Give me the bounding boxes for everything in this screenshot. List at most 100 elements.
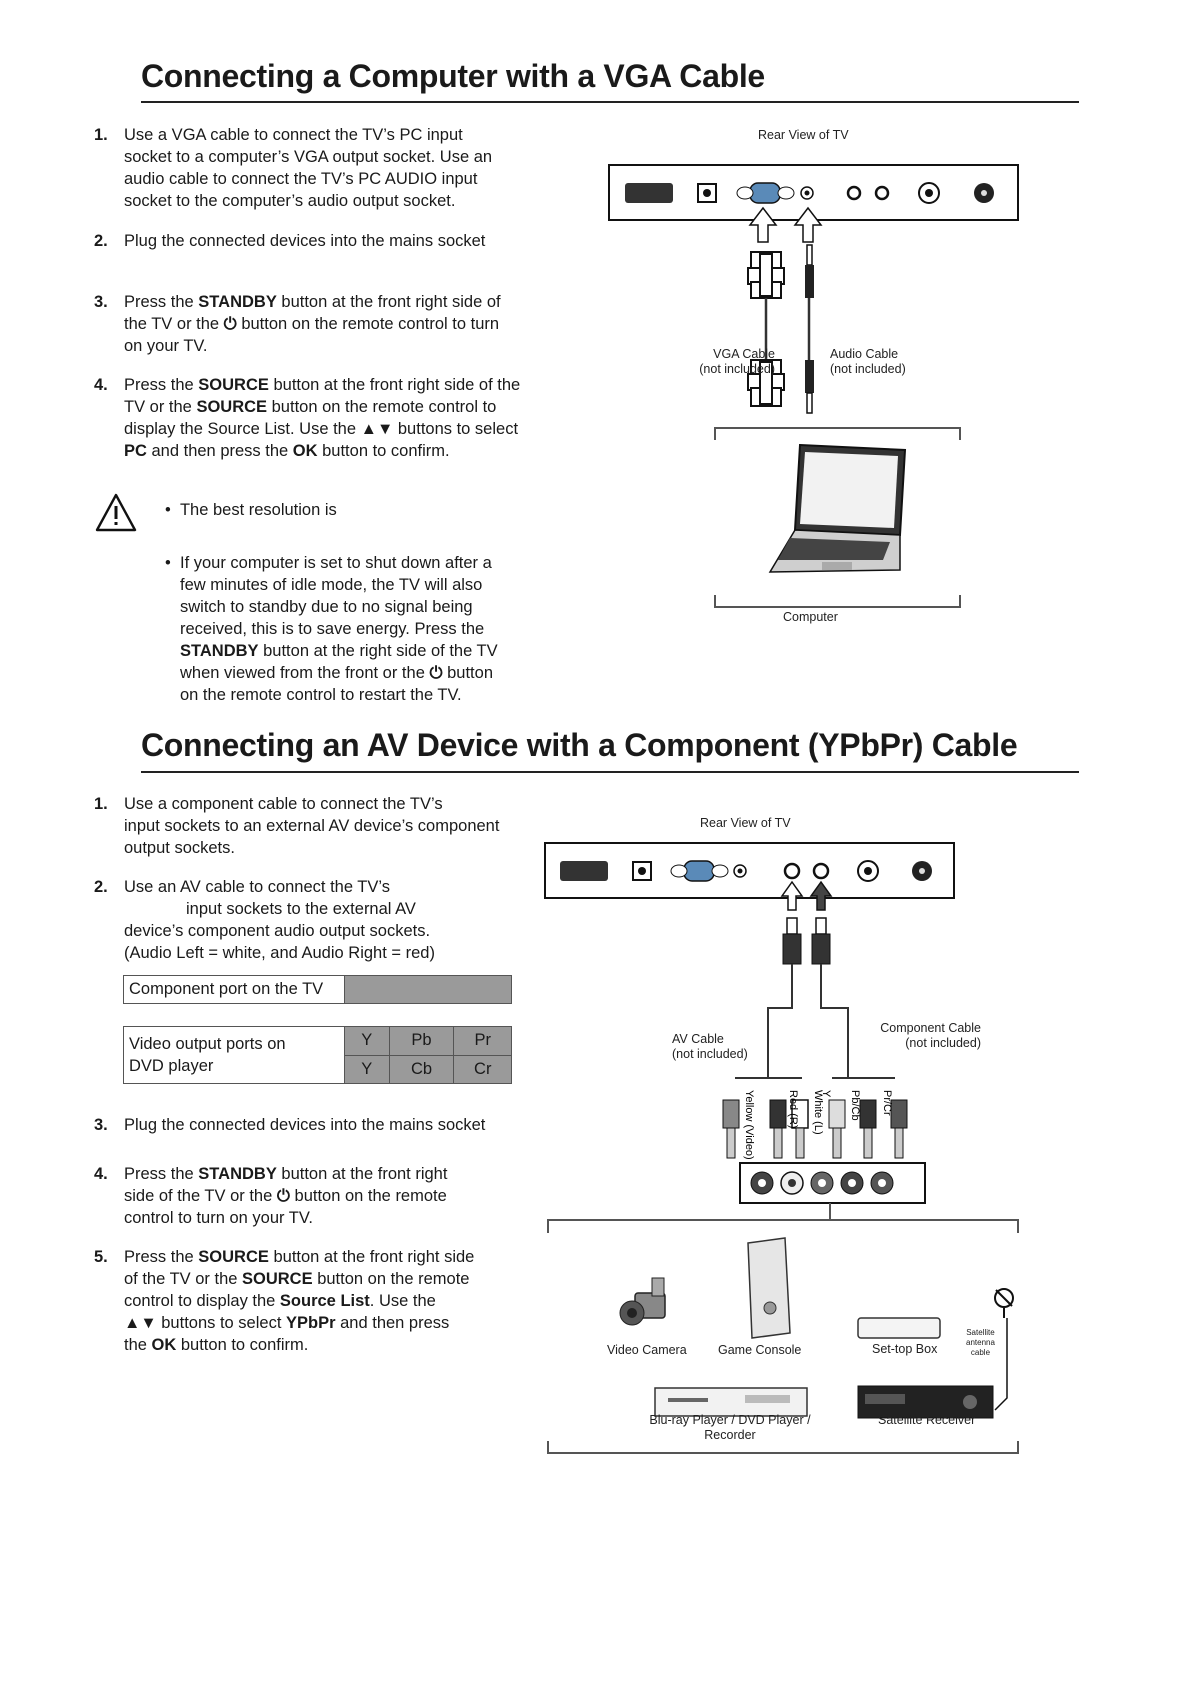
vga-plug-icon [747, 251, 785, 299]
tv-rear-panel [544, 842, 955, 899]
step-text: button on the remote control to [267, 398, 497, 416]
device-label: Game Console [718, 1343, 802, 1357]
label-text: Satellite [966, 1328, 995, 1337]
video-camera-icon [619, 1277, 666, 1326]
ypbpr-keyword: YPbPr [286, 1314, 336, 1332]
arrow-icon [748, 206, 778, 243]
step-text: audio cable to connect the TV’s PC AUDIO… [124, 170, 478, 188]
section2-title: Connecting an AV Device with a Component… [141, 727, 1018, 763]
step-text: side of the TV or the [124, 1187, 277, 1205]
note-text: If your computer is set to shut down aft… [180, 554, 492, 572]
step-number: 2. [94, 232, 108, 250]
step-number: 4. [94, 376, 108, 394]
label-text: VGA Cable [713, 347, 775, 361]
up-down-arrows-icon: ▲▼ [360, 420, 394, 438]
step-text: control to display the [124, 1292, 280, 1310]
step-text: the [124, 1336, 152, 1354]
step-text: buttons to select [156, 1314, 286, 1332]
step-text: on your TV. [124, 337, 208, 355]
label-text: (not included) [830, 362, 906, 376]
vga-connection-diagram [608, 164, 1019, 608]
step-text: buttons to select [393, 420, 519, 438]
step-number: 4. [94, 1165, 108, 1183]
step-text: button at the front right side of the [268, 376, 521, 394]
table-cell: Pr [453, 1026, 512, 1056]
video-output-table: Video output ports on DVD player Y Pb Pr… [123, 1026, 512, 1084]
step-number: 1. [94, 795, 108, 813]
source-keyword: SOURCE [198, 376, 269, 394]
step-text: Press the [124, 1165, 199, 1183]
step-text: button at the front right side [268, 1248, 475, 1266]
step-text: TV or the [124, 398, 197, 416]
rear-view-label: Rear View of TV [758, 128, 849, 142]
section1-title: Connecting a Computer with a VGA Cable [141, 58, 765, 94]
rca-plug-icon [786, 917, 798, 935]
step-text: Use a component cable to connect the TV’… [124, 795, 443, 813]
scart-port-icon [560, 861, 608, 881]
set-top-box-icon [857, 1317, 941, 1339]
bracket [714, 427, 961, 440]
step-text: of the TV or the [124, 1270, 243, 1288]
vga-cable-label: VGA Cable (not included) [685, 347, 775, 377]
note-text: button [442, 664, 493, 682]
step-text: button to confirm. [317, 442, 450, 460]
label-text: Blu-ray Player / DVD Player / [649, 1413, 811, 1427]
step-text: Press the [124, 293, 199, 311]
power-icon: ⏻ [429, 664, 443, 682]
step-text: Plug the connected devices into the main… [124, 1116, 486, 1134]
step-text: button on the remote control to turn [236, 315, 500, 333]
label-text: (not included) [699, 362, 775, 376]
section1-rule [141, 101, 1079, 103]
power-icon: ⏻ [276, 1187, 290, 1205]
step-text: Press the [124, 1248, 199, 1266]
computer-label: Computer [783, 610, 838, 624]
arrow-icon [793, 206, 823, 243]
ok-keyword: OK [151, 1336, 177, 1354]
standby-keyword: STANDBY [198, 293, 277, 311]
ok-keyword: OK [292, 442, 318, 460]
step-text: Plug the connected devices into the main… [124, 232, 486, 250]
vga-port-icon [749, 182, 781, 204]
step-number: 3. [94, 1116, 108, 1134]
source-keyword: SOURCE [196, 398, 268, 416]
av-cable-label: AV Cable (not included) [672, 1032, 748, 1062]
pc-keyword: PC [124, 442, 147, 460]
note-best-resolution: • The best resolution is [165, 499, 337, 521]
step-number: 2. [94, 878, 108, 896]
step-text: button to confirm. [176, 1336, 309, 1354]
step-text: socket to a computer’s VGA output socket… [124, 148, 493, 166]
step-text: output sockets. [124, 839, 235, 857]
label-text: antenna [966, 1338, 995, 1347]
wire-label: White (L) [812, 1090, 824, 1135]
label-text: (not included) [672, 1047, 748, 1061]
satellite-antenna-label: Satellite antenna cable [966, 1328, 995, 1358]
step-number: 5. [94, 1248, 108, 1266]
audio-plug-icon [806, 244, 813, 266]
bullet: • [165, 554, 171, 572]
bullet: • [165, 501, 180, 519]
rear-view-label: Rear View of TV [700, 816, 791, 830]
power-icon: ⏻ [223, 315, 237, 333]
note-text: switch to standby due to no signal being [180, 598, 473, 616]
step-text: button on the remote [289, 1187, 447, 1205]
scart-port-icon [625, 183, 673, 203]
standby-keyword: STANDBY [198, 1165, 277, 1183]
note-text: few minutes of idle mode, the TV will al… [180, 576, 483, 594]
step-number: 1. [94, 126, 108, 144]
step-text: . Use the [369, 1292, 436, 1310]
wire-label: Y [820, 1090, 832, 1098]
device-label: Blu-ray Player / DVD Player / Recorder [648, 1413, 812, 1443]
step-text: and then press [335, 1314, 450, 1332]
note-text: button at the right side of the TV [258, 642, 498, 660]
source-keyword: SOURCE [198, 1248, 269, 1266]
up-down-arrows-icon: ▲▼ [124, 1314, 157, 1332]
step-text: Use an AV cable to connect the TV’s [124, 878, 390, 896]
wire-label: Red (R) [787, 1090, 799, 1129]
label-text: AV Cable [672, 1032, 724, 1046]
component-port-table: Component port on the TV [123, 975, 512, 1004]
step-text: socket to the computer’s audio output so… [124, 192, 456, 210]
source-list-keyword: Source List [279, 1292, 370, 1310]
label-text: (not included) [905, 1036, 981, 1050]
table-cell: Y [344, 1054, 390, 1084]
wire-label: Pr/Cr [881, 1090, 893, 1116]
